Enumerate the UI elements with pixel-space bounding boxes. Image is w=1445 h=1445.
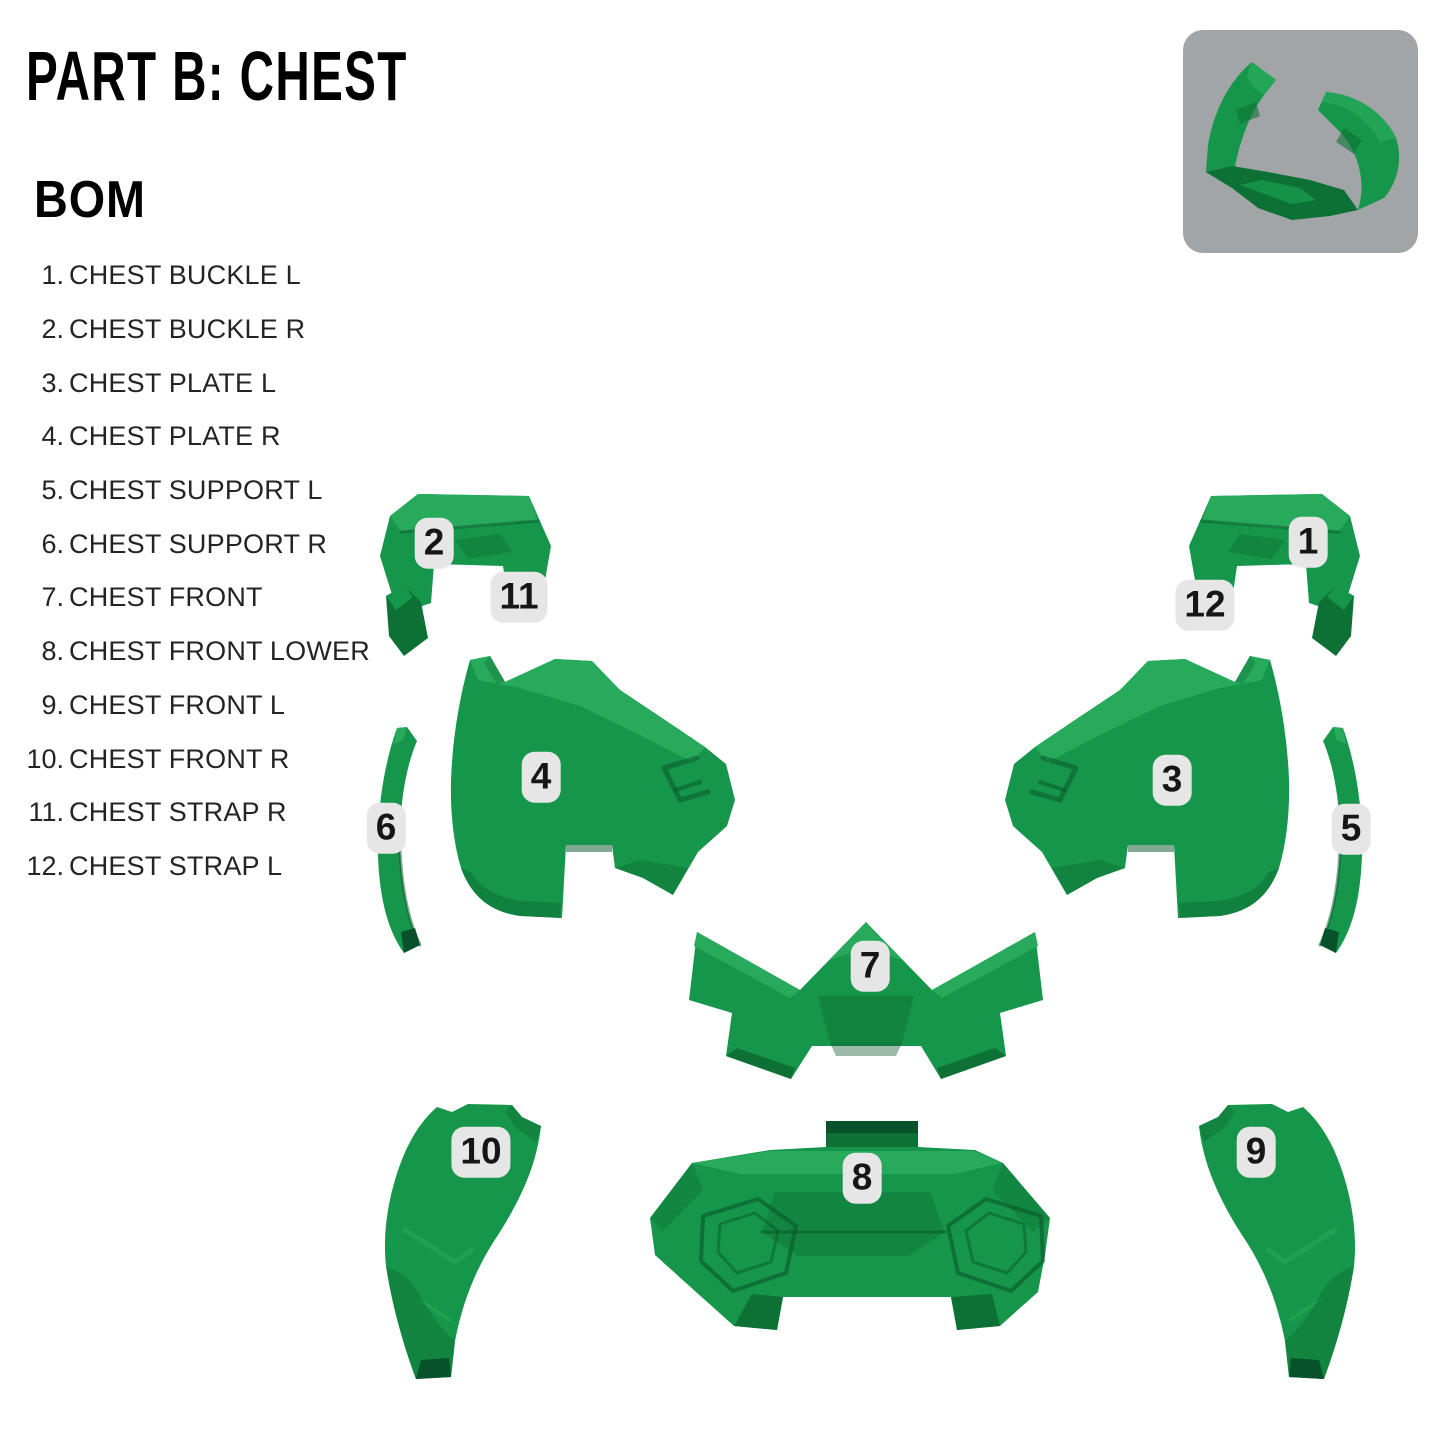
bom-item-label: CHEST FRONT LOWER	[69, 636, 370, 667]
bom-item-label: CHEST PLATE R	[69, 421, 281, 452]
page-title: PART B: CHEST	[26, 37, 408, 115]
bom-heading: BOM	[34, 171, 146, 229]
part-label-9: 9	[1236, 1126, 1276, 1178]
bom-item-number: 12.	[26, 850, 64, 881]
bom-item-number: 3.	[41, 367, 64, 398]
bom-item-label: CHEST STRAP L	[69, 850, 283, 881]
bom-item-number: 2.	[41, 314, 64, 345]
part-label-3: 3	[1152, 754, 1192, 806]
bom-item-label: CHEST SUPPORT R	[69, 528, 328, 559]
bom-list: 1.CHEST BUCKLE L 2.CHEST BUCKLE R 3.CHES…	[18, 249, 370, 893]
bom-item-label: CHEST PLATE L	[69, 367, 277, 398]
part-label-12: 12	[1175, 579, 1235, 631]
part-label-2: 2	[414, 517, 454, 569]
bom-row: 2.CHEST BUCKLE R	[18, 303, 370, 357]
bom-row: 7.CHEST FRONT	[18, 571, 370, 625]
bom-row: 5.CHEST SUPPORT L	[18, 464, 370, 518]
bom-item-label: CHEST BUCKLE L	[69, 260, 301, 291]
bom-row: 10.CHEST FRONT R	[18, 732, 370, 786]
assembled-chest-thumbnail	[1183, 30, 1418, 253]
part-chest-buckle-l	[1187, 492, 1362, 658]
part-label-6: 6	[366, 802, 406, 854]
bom-row: 3.CHEST PLATE L	[18, 356, 370, 410]
bom-row: 1.CHEST BUCKLE L	[18, 249, 370, 303]
part-label-5: 5	[1331, 803, 1371, 855]
bom-item-number: 9.	[41, 689, 64, 720]
bom-row: 9.CHEST FRONT L	[18, 679, 370, 733]
bom-item-label: CHEST SUPPORT L	[69, 475, 323, 506]
bom-item-number: 5.	[41, 475, 64, 506]
bom-item-number: 11.	[28, 797, 64, 828]
part-label-4: 4	[521, 751, 561, 803]
part-label-11: 11	[490, 571, 548, 623]
part-chest-plate-r	[450, 656, 735, 918]
bom-item-label: CHEST BUCKLE R	[69, 314, 306, 345]
bom-item-number: 1.	[41, 260, 64, 291]
part-chest-plate-l	[1005, 656, 1289, 918]
bom-row: 4.CHEST PLATE R	[18, 410, 370, 464]
bom-item-label: CHEST STRAP R	[69, 797, 287, 828]
bom-item-number: 6.	[41, 528, 64, 559]
bom-row: 12.CHEST STRAP L	[18, 840, 370, 894]
bom-item-number: 4.	[41, 421, 64, 452]
part-chest-front-lower	[650, 1121, 1050, 1330]
part-chest-front-l	[1199, 1104, 1355, 1379]
bom-item-number: 7.	[41, 582, 64, 613]
part-label-10: 10	[451, 1126, 511, 1178]
bom-row: 6.CHEST SUPPORT R	[18, 517, 370, 571]
part-label-7: 7	[850, 940, 890, 992]
bom-item-label: CHEST FRONT L	[69, 689, 286, 720]
part-label-8: 8	[842, 1152, 882, 1204]
bom-item-number: 10.	[26, 743, 64, 774]
bom-item-label: CHEST FRONT	[69, 582, 263, 613]
part-label-1: 1	[1288, 516, 1328, 568]
bom-item-number: 8.	[41, 636, 64, 667]
bom-item-label: CHEST FRONT R	[69, 743, 290, 774]
bom-row: 11.CHEST STRAP R	[18, 786, 370, 840]
bom-row: 8.CHEST FRONT LOWER	[18, 625, 370, 679]
